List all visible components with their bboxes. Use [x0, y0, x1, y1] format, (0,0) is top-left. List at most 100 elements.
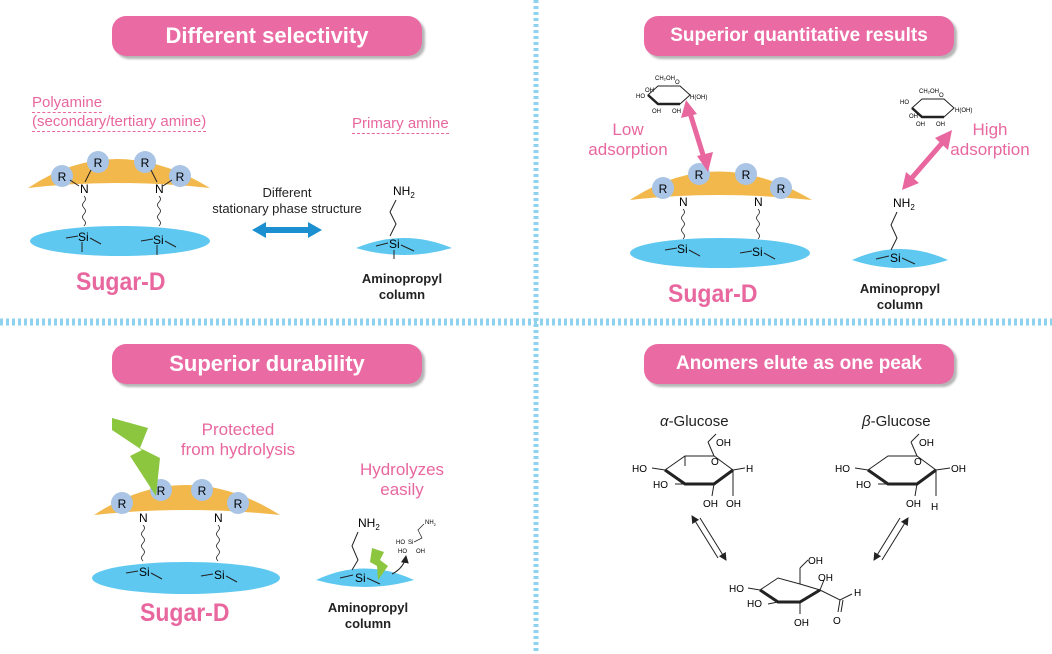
si-label: Si	[752, 245, 763, 259]
si-label: Si	[890, 251, 901, 265]
r-label: R	[141, 156, 150, 170]
title-superior-durability: Superior durability	[112, 344, 422, 384]
sugar-d-label: Sugar-D	[76, 268, 166, 296]
aminopropyl-column-label: Aminopropyl column	[327, 600, 409, 631]
o-label: O	[675, 80, 680, 86]
o-label: O	[939, 93, 944, 99]
n-label: N	[139, 511, 148, 525]
h-label: H	[931, 502, 938, 513]
protected-from-hydrolysis-label: Protected from hydrolysis	[180, 420, 296, 460]
ho-label: HO	[729, 584, 744, 595]
o-label: O	[711, 457, 719, 468]
h-label: H	[854, 588, 861, 599]
pink-arrow-high	[902, 130, 952, 190]
alpha-glucose-structure: OH O HO HO OH H OH	[632, 433, 753, 510]
o-label: O	[833, 616, 841, 627]
r-label: R	[198, 484, 207, 498]
oh-label: OH	[818, 573, 833, 584]
n-label: N	[214, 511, 223, 525]
sugar-d-structure-2: R R R R N N Si Si	[630, 163, 812, 268]
lightning-bolt-icon	[112, 418, 160, 496]
r-label: R	[695, 168, 704, 182]
r-label: R	[94, 156, 103, 170]
aminopropyl-structure-3: NH2 Si NH2 Si HO HO OH	[316, 516, 437, 587]
si-label: Si	[214, 568, 225, 582]
oh-label: OH	[645, 88, 654, 94]
sugar-d-structure-3: R R R R N N Si Si	[92, 479, 280, 594]
n-label: N	[679, 195, 688, 209]
si-label: Si	[355, 571, 366, 585]
nh2-label: NH2	[893, 196, 915, 212]
oh-label: OH	[672, 109, 681, 115]
hoh-label: H(OH)	[690, 95, 707, 101]
polymer-cap	[28, 159, 210, 188]
n-label: N	[754, 195, 763, 209]
sugar-d-label: Sugar-D	[140, 599, 230, 627]
hoh-label: H(OH)	[955, 108, 972, 114]
oh-label: OH	[916, 122, 925, 128]
oh-label: OH	[906, 499, 921, 510]
si-label: Si	[153, 233, 164, 247]
oh-label: OH	[936, 122, 945, 128]
title-quantitative-results: Superior quantitative results	[644, 16, 954, 56]
beta-glucose-label: β-Glucose	[862, 413, 931, 430]
si-label: Si	[78, 230, 89, 244]
oh-label: OH	[919, 438, 934, 449]
r-label: R	[118, 497, 127, 511]
pink-arrow-low	[681, 100, 713, 172]
ch2oh-label: CH₂OH	[655, 76, 675, 82]
low-adsorption-label: Low adsorption	[588, 120, 668, 160]
aminopropyl-structure-1: NH2 Si	[356, 184, 452, 259]
double-arrow	[252, 222, 322, 238]
silica-support	[30, 226, 210, 256]
sugar-ring-small-2: CH₂OH O HO OH OH H(OH) OH	[900, 89, 972, 128]
r-label: R	[234, 497, 243, 511]
nh2-label: NH2	[393, 184, 415, 200]
ho-label: HO	[396, 540, 405, 546]
ho-label: HO	[900, 100, 909, 106]
polyamine-label: Polyamine (secondary/tertiary amine)	[32, 94, 207, 132]
ho-label: HO	[653, 480, 668, 491]
nh2-label: NH2	[425, 520, 437, 527]
ho-label: HO	[632, 464, 647, 475]
h-label: H	[746, 464, 753, 475]
r-label: R	[58, 170, 67, 184]
small-lightning-icon	[370, 548, 388, 580]
beta-glucose-structure: OH O HO HO OH OH H	[835, 433, 966, 513]
aminopropyl-column-label: Aminopropyl column	[361, 271, 443, 302]
si-label: Si	[677, 242, 688, 256]
r-label: R	[157, 484, 166, 498]
r-label: R	[176, 170, 185, 184]
o-label: O	[914, 457, 922, 468]
sugar-ring-small-1: CH₂OH O HO OH OH H(OH) OH	[636, 76, 707, 115]
equilibrium-arrows-right	[873, 517, 909, 561]
si-label: Si	[408, 540, 413, 546]
title-anomers-one-peak: Anomers elute as one peak	[644, 344, 954, 384]
nh2-label: NH2	[358, 516, 380, 532]
hydrolyzes-easily-label: Hydrolyzes easily	[359, 460, 445, 500]
n-label: N	[80, 182, 89, 196]
ho-label: HO	[398, 549, 407, 555]
oh-label: OH	[951, 464, 966, 475]
r-label: R	[659, 182, 668, 196]
equilibrium-arrows-left	[691, 515, 727, 561]
ho-label: HO	[856, 480, 871, 491]
ho-label: HO	[636, 94, 645, 100]
r-label: R	[777, 182, 786, 196]
si-label: Si	[389, 237, 400, 251]
oh-label: OH	[416, 549, 425, 555]
oh-label: OH	[716, 438, 731, 449]
primary-amine-label: Primary amine	[352, 115, 449, 134]
title-different-selectivity: Different selectivity	[112, 16, 422, 56]
high-adsorption-label: High adsorption	[950, 120, 1030, 160]
ho-label: HO	[747, 599, 762, 610]
oh-label: OH	[703, 499, 718, 510]
si-label: Si	[139, 565, 150, 579]
different-structure-label: Different stationary phase structure	[212, 185, 362, 216]
oh-label: OH	[652, 109, 661, 115]
ho-label: HO	[835, 464, 850, 475]
hydrolyzed-fragment: NH2 Si HO HO OH	[396, 520, 437, 555]
sugar-d-label: Sugar-D	[668, 280, 758, 308]
